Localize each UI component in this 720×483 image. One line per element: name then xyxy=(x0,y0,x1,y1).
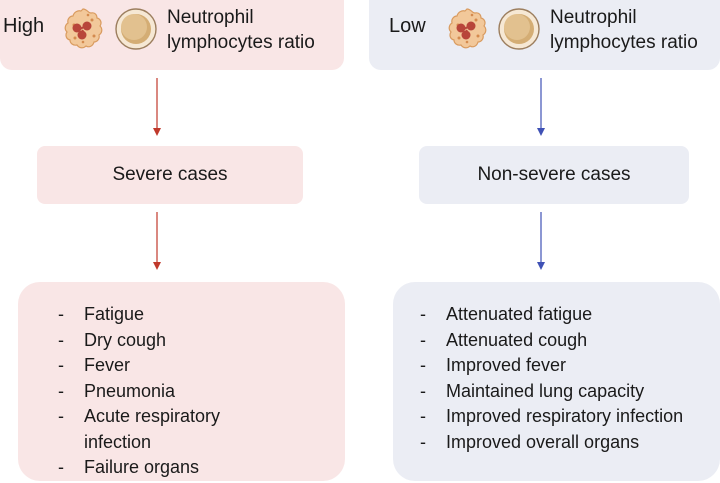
list-item: -Improved fever xyxy=(420,355,567,375)
lymphocyte-icon xyxy=(498,8,540,50)
outcome-label: Non-severe cases xyxy=(477,164,631,185)
nonsevere-outcomes-box: -Attenuated fatigue -Attenuated cough -I… xyxy=(393,282,720,481)
severe-arrow-top xyxy=(153,78,161,136)
severe-cases-box: Severe cases xyxy=(37,146,303,204)
ratio-label-line1: Neutrophil xyxy=(167,7,254,28)
list-item: -Improved respiratory infection xyxy=(420,406,684,426)
ratio-label-line2: lymphocytes ratio xyxy=(167,32,315,53)
level-label: High xyxy=(3,15,45,37)
list-item: -Failure organs xyxy=(58,457,200,477)
outcome-label: Severe cases xyxy=(112,164,228,185)
ratio-label-line1: Neutrophil xyxy=(550,7,637,28)
list-item: -Fatigue xyxy=(58,304,145,324)
severe-arrow-bottom xyxy=(153,212,161,270)
high-ratio-box: High Neutrophil lymphocytes ratio xyxy=(0,0,344,70)
low-ratio-box: Low Neutrophil lymphocytes ratio xyxy=(369,0,720,70)
neutrophil-icon xyxy=(64,8,103,49)
list-item: -Improved overall organs xyxy=(420,431,640,452)
ratio-label-line2: lymphocytes ratio xyxy=(550,32,698,53)
neutrophil-icon xyxy=(448,8,487,49)
nonsevere-arrow-top xyxy=(537,78,545,136)
list-item: -Attenuated fatigue xyxy=(420,304,593,324)
level-label: Low xyxy=(389,15,426,37)
nonsevere-arrow-bottom xyxy=(537,212,545,270)
severe-symptoms-box: -Fatigue -Dry cough -Fever -Pneumonia -A… xyxy=(18,282,345,481)
list-item: -Pneumonia xyxy=(58,380,176,401)
list-item: -Attenuated cough xyxy=(420,329,588,350)
lymphocyte-icon xyxy=(115,8,157,50)
list-item: -Dry cough xyxy=(58,329,167,350)
nonsevere-cases-box: Non-severe cases xyxy=(419,146,689,204)
severe-symptom-list: -Fatigue -Dry cough -Fever -Pneumonia -A… xyxy=(58,302,335,481)
list-item: -Fever xyxy=(58,355,131,375)
list-item: -Acute respiratory infection xyxy=(58,406,221,452)
nonsevere-outcome-list: -Attenuated fatigue -Attenuated cough -I… xyxy=(420,302,710,455)
list-item: -Maintained lung capacity xyxy=(420,380,645,401)
